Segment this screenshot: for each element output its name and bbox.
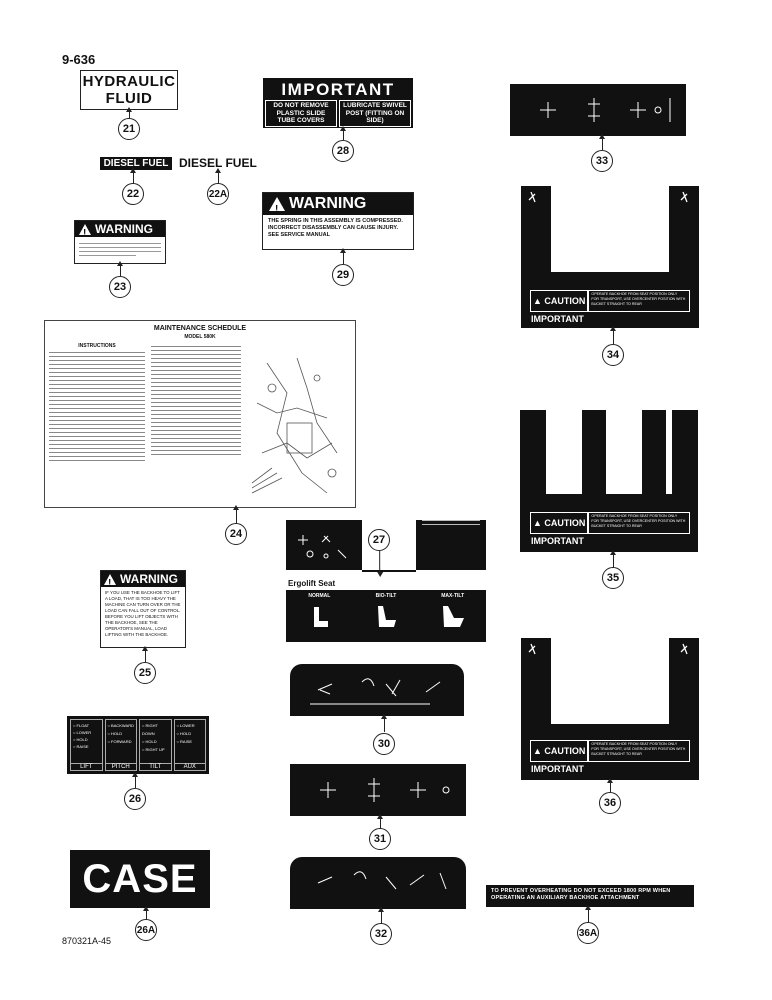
decal-27-left bbox=[286, 520, 362, 570]
callout-24: 24 bbox=[225, 523, 247, 545]
callout-21: 21 bbox=[118, 118, 140, 140]
hydraulic-label: HYDRAULIC bbox=[82, 73, 176, 90]
warning-lift-body: IF YOU USE THE BACKHOE TO LIFT A LOAD, T… bbox=[105, 590, 181, 637]
decal-case-logo: CASE bbox=[70, 850, 210, 908]
fluid-label: FLUID bbox=[105, 90, 153, 107]
seat-bio-tilt-icon bbox=[378, 606, 396, 627]
decal-control-symbols-33 bbox=[510, 84, 686, 136]
decal-warning-lift: WARNING IF YOU USE THE BACKHOE TO LIFT A… bbox=[100, 570, 186, 648]
important-36: IMPORTANT bbox=[531, 764, 584, 774]
case-logo-text: CASE bbox=[82, 856, 198, 901]
important-left-text: DO NOT REMOVE PLASTIC SLIDE TUBE COVERS bbox=[265, 100, 337, 127]
warning-lift-title: WARNING bbox=[120, 572, 178, 586]
warning-title: WARNING bbox=[95, 222, 153, 236]
caution-35-box: ▲ CAUTION OPERATE BACKHOE FROM SEAT POSI… bbox=[530, 512, 690, 534]
warning-triangle-icon bbox=[269, 196, 285, 221]
callout-26: 26 bbox=[124, 788, 146, 810]
callout-29: 29 bbox=[332, 264, 354, 286]
caution-36-box: ▲ CAUTION OPERATE BACKHOE FROM SEAT POSI… bbox=[530, 740, 690, 762]
ergolift-seat-title: Ergolift Seat bbox=[288, 579, 336, 588]
maintenance-model: MODEL 580K bbox=[184, 334, 216, 340]
important-title: IMPORTANT bbox=[281, 80, 395, 99]
callout-27: 27 bbox=[368, 529, 390, 551]
callout-35: 35 bbox=[602, 567, 624, 589]
machine-lubrication-diagram bbox=[251, 357, 338, 494]
seat-normal-icon bbox=[314, 607, 329, 627]
callout-31: 31 bbox=[369, 828, 391, 850]
decal-control-symbols-31 bbox=[290, 764, 466, 816]
callout-26a: 26A bbox=[135, 919, 157, 941]
control-symbols-icon bbox=[320, 778, 450, 802]
decal-27-right bbox=[416, 520, 486, 570]
important-right-text: LUBRICATE SWIVEL POST (FITTING ON SIDE) bbox=[339, 100, 411, 127]
warning-spring-body: THE SPRING IN THIS ASSEMBLY IS COMPRESSE… bbox=[268, 218, 403, 238]
instructions-header: INSTRUCTIONS bbox=[78, 343, 116, 349]
tilt-label: TILT bbox=[140, 763, 171, 770]
seat-mode-normal: NORMAL bbox=[308, 593, 331, 599]
callout-36a: 36A bbox=[577, 922, 599, 944]
decal-caution-34-shape bbox=[521, 186, 699, 328]
decal-hydraulic-fluid: HYDRAULIC FLUID bbox=[80, 70, 178, 110]
caution-34-box: ▲ CAUTION OPERATE BACKHOE FROM SEAT POSI… bbox=[530, 290, 690, 312]
important-34: IMPORTANT bbox=[531, 314, 584, 324]
callout-30: 30 bbox=[373, 733, 395, 755]
caution-36-title: CAUTION bbox=[544, 746, 586, 756]
warning-triangle-icon bbox=[79, 224, 91, 242]
decal-caution-35-shape bbox=[520, 410, 698, 552]
important-35: IMPORTANT bbox=[531, 536, 584, 546]
caution-35-title: CAUTION bbox=[544, 518, 586, 528]
page-number: 9-636 bbox=[62, 52, 96, 67]
seat-mode-bio-tilt: BIO-TILT bbox=[375, 593, 397, 599]
decal-maintenance-schedule: MAINTENANCE SCHEDULE MODEL 580K INSTRUCT… bbox=[44, 320, 356, 508]
decal-important-swivel: IMPORTANT DO NOT REMOVE PLASTIC SLIDE TU… bbox=[263, 78, 413, 128]
decal-control-pattern: ○ FLOAT ○ LOWER ○ HOLD ○ RAISE LIFT ○ BA… bbox=[67, 716, 209, 774]
callout-22: 22 bbox=[122, 183, 144, 205]
pitch-label: PITCH bbox=[105, 763, 136, 770]
footer-code: 870321A-45 bbox=[62, 936, 112, 946]
warning-triangle-icon bbox=[104, 574, 116, 592]
decal-diesel-fuel-black: DIESEL FUEL bbox=[100, 157, 172, 170]
aux-label: AUX bbox=[174, 763, 205, 770]
decal-diesel-fuel-text: DIESEL FUEL bbox=[179, 156, 257, 170]
control-symbols-icon bbox=[540, 98, 671, 122]
decal-warning-spring: WARNING THE SPRING IN THIS ASSEMBLY IS C… bbox=[262, 192, 414, 250]
decal-control-symbols-30 bbox=[290, 664, 464, 716]
decal-ergolift-seat: NORMAL BIO-TILT MAX-TILT bbox=[286, 590, 486, 642]
control-symbols-icon bbox=[310, 678, 441, 705]
callout-32: 32 bbox=[370, 923, 392, 945]
decal-control-symbols-32 bbox=[290, 857, 466, 909]
decal-caution-36-shape bbox=[521, 638, 699, 780]
callout-33: 33 bbox=[591, 150, 613, 172]
maintenance-title: MAINTENANCE SCHEDULE bbox=[153, 325, 247, 332]
control-symbols-icon bbox=[317, 871, 447, 890]
lift-label: LIFT bbox=[71, 763, 102, 770]
callout-22a: 22A bbox=[207, 183, 229, 205]
control-symbols-icon bbox=[298, 535, 347, 559]
callout-28: 28 bbox=[332, 140, 354, 162]
seat-mode-max-tilt: MAX-TILT bbox=[441, 593, 465, 599]
callout-36: 36 bbox=[599, 792, 621, 814]
callout-25: 25 bbox=[134, 662, 156, 684]
seat-max-tilt-icon bbox=[442, 606, 464, 627]
decal-warning-small: WARNING bbox=[74, 220, 166, 264]
warning-spring-title: WARNING bbox=[289, 195, 367, 212]
callout-34: 34 bbox=[602, 344, 624, 366]
callout-23: 23 bbox=[109, 276, 131, 298]
decal-overheating-warning: TO PREVENT OVERHEATING DO NOT EXCEED 180… bbox=[486, 885, 694, 907]
caution-34-title: CAUTION bbox=[544, 296, 586, 306]
